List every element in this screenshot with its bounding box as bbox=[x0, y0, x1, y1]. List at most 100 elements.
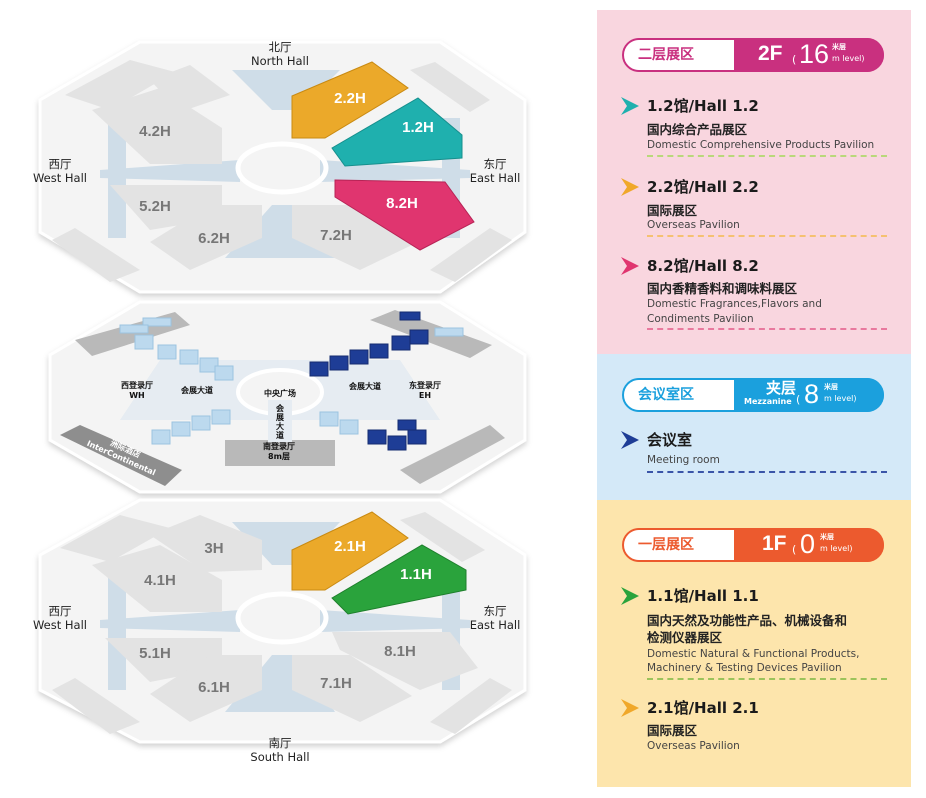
hall-1-1-title: 1.1馆/Hall 1.1 bbox=[647, 587, 759, 605]
mz-blocks-east bbox=[309, 311, 429, 451]
hall-label-5-2h: 5.2H bbox=[139, 198, 171, 215]
east-hall-cn-bottom: 东厅 bbox=[483, 604, 507, 618]
level-paren-mz: ( bbox=[796, 393, 801, 406]
arrow-icon-green bbox=[621, 587, 639, 605]
zone-level-box-mz: 夹层 Mezzanine ( 8 米层 m level) bbox=[734, 378, 884, 412]
hall-1-1-cn2: 检测仪器展区 bbox=[647, 630, 723, 645]
divider bbox=[647, 678, 887, 680]
bar-mz-sw bbox=[60, 425, 182, 486]
hall-8-2-title: 8.2馆/Hall 8.2 bbox=[647, 257, 759, 275]
level-paren-1f: ( bbox=[792, 543, 797, 556]
hall-block-2f-42 bbox=[92, 88, 222, 164]
hall-2-1-en: Overseas Pavilion bbox=[647, 740, 740, 752]
zone-name-2f: 二层展区 bbox=[638, 47, 694, 63]
bar-mz-s bbox=[225, 440, 335, 466]
north-hall-cn: 北厅 bbox=[268, 40, 292, 54]
hall-1-1-en2: Machinery & Testing Devices Pavilion bbox=[647, 662, 842, 674]
west-lobby-label: 西登录厅 WH bbox=[112, 381, 162, 401]
west-lobby-code: WH bbox=[129, 391, 145, 400]
road-west-bar-2f bbox=[108, 118, 126, 238]
hall-label-5-1h: 5.1H bbox=[139, 645, 171, 662]
zone-level-box-1f: 1F ( 0 米层 m level) bbox=[734, 528, 884, 562]
venue-map: 2.2H 1.2H 8.2H 4.2H 5.2H 6.2H 7.2H bbox=[20, 40, 535, 764]
hall-block-1f-41 bbox=[92, 545, 222, 612]
west-hall-en-top: West Hall bbox=[32, 171, 87, 185]
arrow-icon-orange bbox=[621, 178, 639, 196]
road-west-bar-1f bbox=[108, 570, 126, 690]
zone-pill-mz: 会议室区 夹层 Mezzanine ( 8 米层 m level) bbox=[622, 378, 884, 412]
ring-1f bbox=[235, 591, 329, 645]
south-lobby-level: 8m层 bbox=[268, 452, 290, 461]
ring-2f-inner bbox=[248, 151, 316, 185]
boulevard-vertical-label: 会展大道 bbox=[276, 404, 284, 440]
zone-pill-1f: 一层展区 1F ( 0 米层 m level) bbox=[622, 528, 884, 562]
level-code-mz: 夹层 bbox=[766, 379, 797, 397]
hall-1-1-cn: 国内天然及功能性产品、机械设备和 bbox=[647, 613, 848, 628]
hall-8-2-en2: Condiments Pavilion bbox=[647, 313, 754, 325]
divider bbox=[647, 155, 887, 157]
arrow-icon-orange bbox=[621, 699, 639, 717]
level-paren-2f: ( bbox=[792, 53, 797, 66]
hall-block-1f-ne bbox=[400, 512, 485, 562]
boulevard-west-label: 会展大道 bbox=[181, 386, 213, 395]
meeting-room-title: 会议室 bbox=[647, 431, 693, 449]
west-lobby-cn: 西登录厅 bbox=[121, 381, 153, 390]
hall-label-3h: 3H bbox=[204, 540, 223, 557]
hall-block-1f-sw bbox=[52, 678, 140, 734]
divider bbox=[647, 471, 887, 473]
hall-block-1f-21 bbox=[291, 511, 409, 591]
road-east-1f bbox=[320, 610, 470, 632]
hall-block-2f-62 bbox=[150, 205, 262, 270]
level-height-2f: 16 bbox=[799, 39, 830, 69]
hall-label-8-2h: 8.2H bbox=[386, 195, 418, 212]
hall-label-6-2h: 6.2H bbox=[198, 230, 230, 247]
legend-panel-2f: 二层展区 2F ( 16 米层 m level) 1.2馆/Hall 1.2 国… bbox=[597, 10, 911, 354]
hall-block-2f-se bbox=[430, 228, 512, 282]
hall-label-4-2h: 4.2H bbox=[139, 123, 171, 140]
zone-level-box-2f: 2F ( 16 米层 m level) bbox=[734, 38, 884, 72]
bar-mz-ne bbox=[370, 310, 492, 358]
hall-label-1-1h: 1.1H bbox=[400, 566, 432, 583]
hall-2-2-cn: 国际展区 bbox=[647, 203, 698, 218]
hall-2-2-en: Overseas Pavilion bbox=[647, 219, 740, 231]
boulevard-east-label: 会展大道 bbox=[349, 382, 381, 391]
floor-1f: 2.1H 1.1H 3H 4.1H 5.1H 6.1H 7.1H 8.1H bbox=[38, 498, 527, 744]
road-west-1f bbox=[100, 610, 240, 632]
level-unit-2f: 米层 bbox=[832, 43, 846, 51]
road-north-2f bbox=[232, 70, 340, 110]
west-hall-label-top: 西厅 West Hall bbox=[20, 157, 100, 185]
venue-map-drawing: 2.2H 1.2H 8.2H 4.2H 5.2H 6.2H 7.2H bbox=[38, 40, 527, 744]
hall-label-8-1h: 8.1H bbox=[384, 643, 416, 660]
west-hall-label-bottom: 西厅 West Hall bbox=[20, 604, 100, 632]
south-lobby-cn: 南登录厅 bbox=[263, 442, 295, 451]
north-hall-label: 北厅 North Hall bbox=[240, 40, 320, 68]
hall-2-1-cn: 国际展区 bbox=[647, 723, 698, 738]
hall-1-2-en: Domestic Comprehensive Products Pavilion bbox=[647, 139, 875, 151]
zone-name-1f: 一层展区 bbox=[638, 537, 694, 553]
south-lobby-label: 南登录厅 8m层 bbox=[244, 442, 314, 462]
south-hall-label: 南厅 South Hall bbox=[240, 736, 320, 764]
south-hall-en: South Hall bbox=[250, 750, 310, 764]
zone-name-mz: 会议室区 bbox=[638, 387, 694, 403]
east-hall-cn-top: 东厅 bbox=[483, 157, 507, 171]
legend-panel-1f: 一层展区 1F ( 0 米层 m level) 1.1馆/Hall 1.1 国内… bbox=[597, 500, 911, 787]
east-hall-label-top: 东厅 East Hall bbox=[455, 157, 535, 185]
divider bbox=[647, 328, 887, 330]
meeting-room-en: Meeting room bbox=[647, 454, 720, 466]
road-mz-vertical bbox=[268, 400, 292, 442]
central-plaza-label: 中央广场 bbox=[264, 389, 296, 398]
hall-2-1-title: 2.1馆/Hall 2.1 bbox=[647, 699, 759, 717]
hall-block-1f-11 bbox=[331, 544, 467, 615]
hall-1-1-en: Domestic Natural & Functional Products, bbox=[647, 648, 860, 660]
arrow-icon-pink bbox=[621, 257, 639, 275]
east-hall-en-top: East Hall bbox=[469, 171, 521, 185]
hall-block-1f-71 bbox=[292, 655, 412, 722]
hall-block-1f-81 bbox=[332, 632, 478, 690]
hall-block-1f-nw1 bbox=[60, 515, 170, 562]
hall-8-2-cn: 国内香精香料和调味料展区 bbox=[647, 281, 798, 296]
east-lobby-label: 东登录厅 EH bbox=[400, 381, 450, 401]
mz-blocks-west bbox=[119, 317, 234, 445]
hall-block-2f-ne bbox=[410, 62, 490, 112]
hall-block-2f-82 bbox=[334, 179, 475, 251]
east-hall-en-bottom: East Hall bbox=[469, 618, 521, 632]
